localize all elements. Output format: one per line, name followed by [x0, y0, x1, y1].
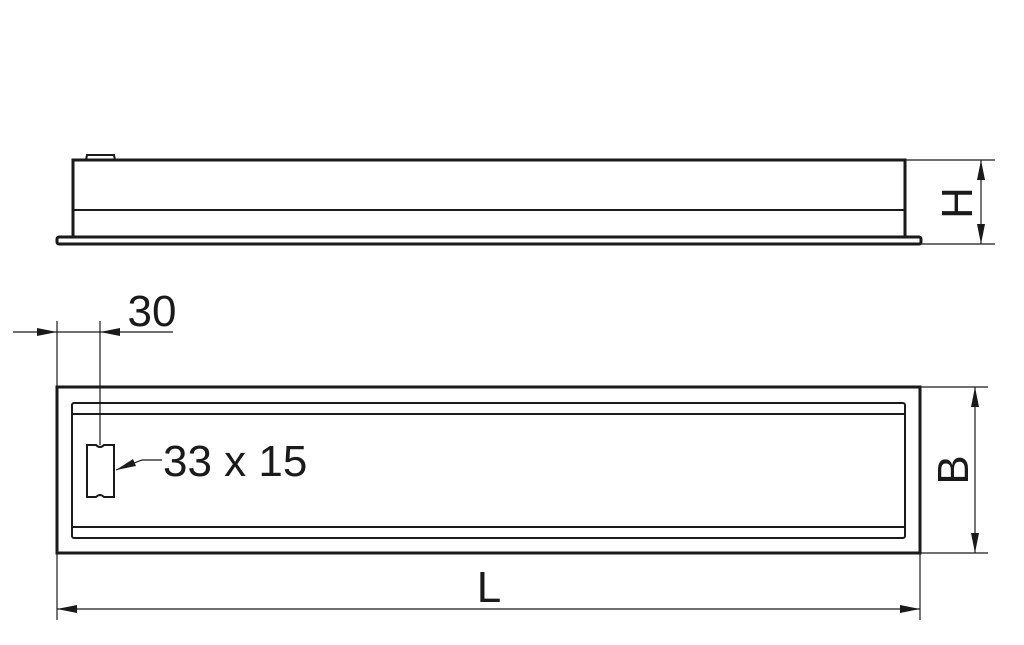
- top-view: [55, 385, 922, 555]
- cutout-shape: [86, 444, 115, 498]
- side-view: [55, 154, 923, 246]
- side-view-tab: [85, 154, 116, 161]
- top-view-outer-frame: [55, 385, 922, 555]
- cutout-label: 33 x 15: [163, 437, 307, 486]
- width-label: B: [929, 455, 978, 484]
- top-view-inner-frame: [71, 402, 906, 539]
- width-dimension: B: [920, 386, 988, 554]
- offset-label: 30: [128, 287, 177, 336]
- side-view-flange: [55, 235, 923, 246]
- length-label: L: [477, 563, 501, 612]
- cutout-callout: 33 x 15: [115, 437, 307, 486]
- side-view-body: [71, 158, 907, 237]
- height-label: H: [933, 187, 982, 219]
- height-dimension: H: [905, 159, 995, 245]
- length-dimension: L: [56, 553, 921, 620]
- offset-dimension: 30: [13, 287, 176, 445]
